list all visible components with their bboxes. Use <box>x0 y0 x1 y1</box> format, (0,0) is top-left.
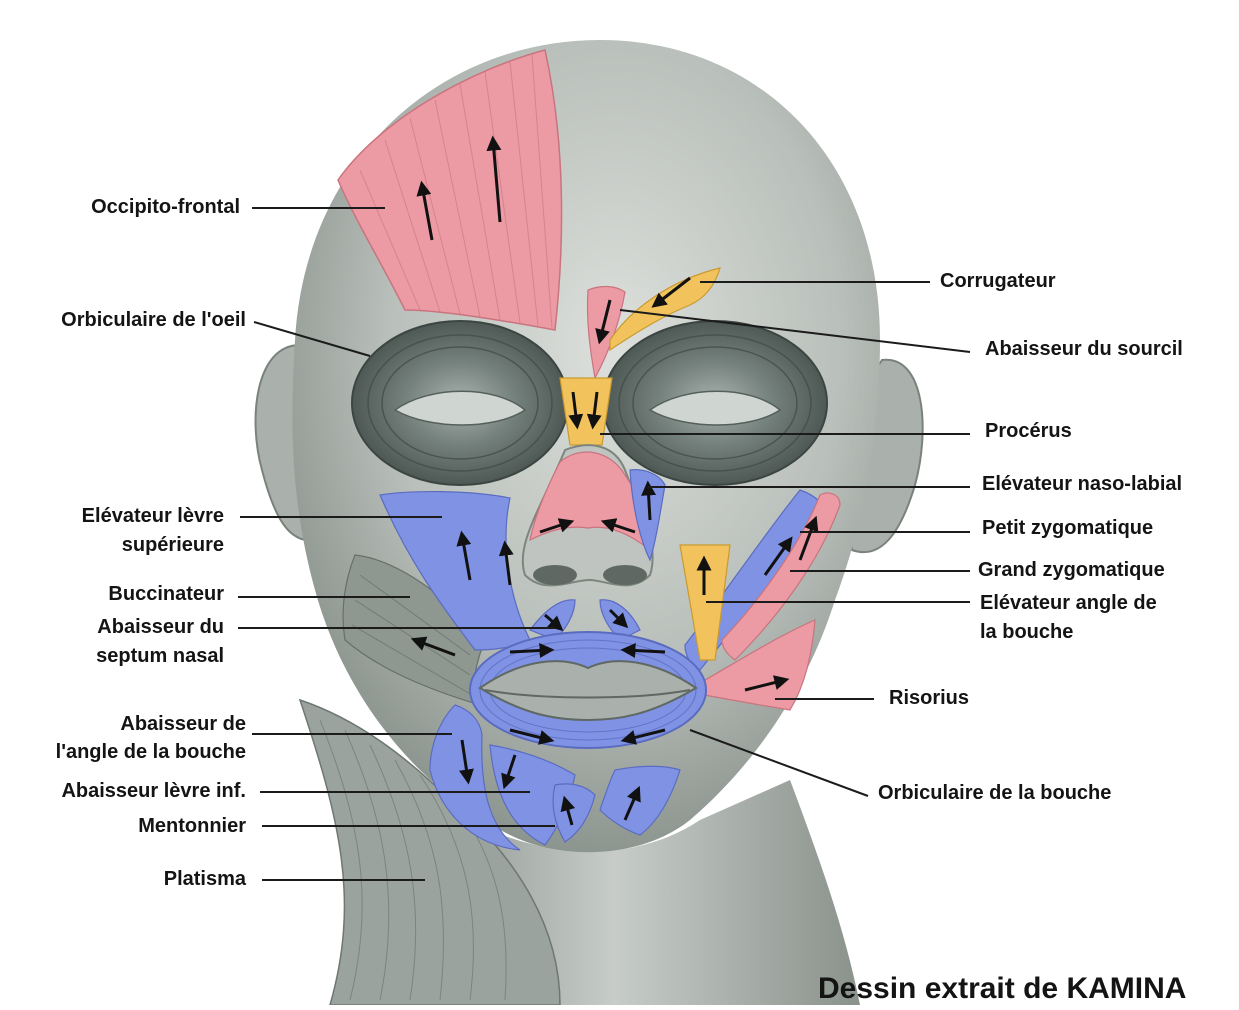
label-mentonnier: Mentonnier <box>0 812 246 840</box>
label-risorius: Risorius <box>889 684 969 712</box>
label-petit-zygomatique: Petit zygomatique <box>982 514 1153 542</box>
label-abaisseur-septum-line1: Abaisseur du <box>20 613 224 641</box>
label-platisma: Platisma <box>0 865 246 893</box>
label-orbiculaire-bouche: Orbiculaire de la bouche <box>878 779 1111 807</box>
label-elevateur-levre-sup-line1: Elévateur lèvre <box>20 502 224 530</box>
label-elevateur-angle-line1: Elévateur angle de <box>980 589 1157 617</box>
label-orbiculaire-oeil: Orbiculaire de l'oeil <box>0 306 246 334</box>
label-abaisseur-septum-line2: septum nasal <box>20 642 224 670</box>
label-abaisseur-sourcil: Abaisseur du sourcil <box>985 335 1183 363</box>
label-elevateur-naso-labial: Elévateur naso-labial <box>982 470 1182 498</box>
label-abaisseur-levre-inf: Abaisseur lèvre inf. <box>0 777 246 805</box>
label-procerus: Procérus <box>985 417 1072 445</box>
credit-caption: Dessin extrait de KAMINA <box>818 972 1186 1006</box>
label-occipito-frontal: Occipito-frontal <box>20 193 240 221</box>
label-grand-zygomatique: Grand zygomatique <box>978 556 1165 584</box>
label-elevateur-levre-sup-line2: supérieure <box>20 531 224 559</box>
label-elevateur-angle-line2: la bouche <box>980 618 1073 646</box>
label-corrugateur: Corrugateur <box>940 267 1056 295</box>
label-abaisseur-angle-line1: Abaisseur de <box>0 710 246 738</box>
label-buccinateur: Buccinateur <box>20 580 224 608</box>
label-abaisseur-angle-line2: l'angle de la bouche <box>0 738 246 766</box>
